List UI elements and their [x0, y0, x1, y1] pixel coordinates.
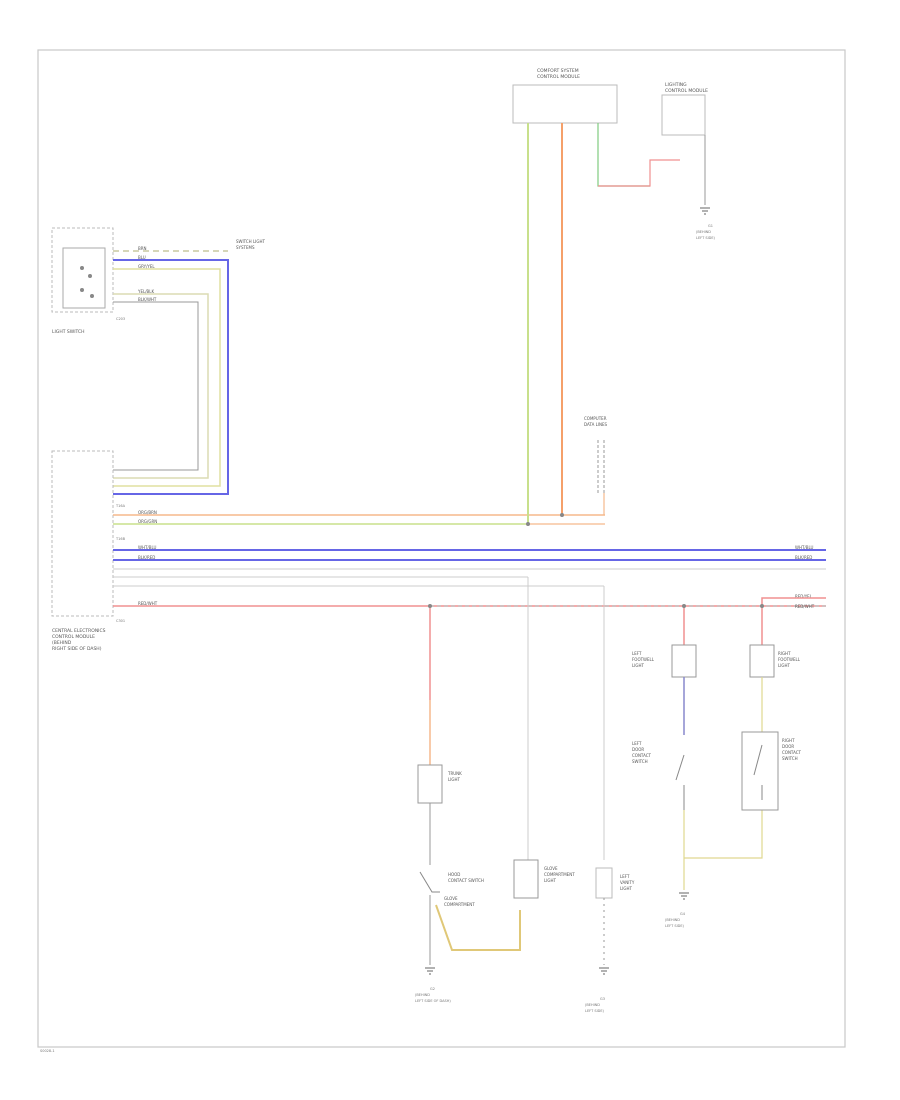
wire-label: WHT/BLU	[795, 545, 814, 550]
ground-g1-label: G1	[708, 224, 713, 228]
glove-lamp-label-3: LIGHT	[544, 878, 557, 883]
wire-label: RED/WHT	[795, 604, 815, 609]
left-footwell-label-1: LEFT	[632, 651, 642, 656]
diagram-border	[37, 49, 846, 1048]
connector-t16a-label: T16A	[115, 504, 126, 508]
wire-label: BLK/RED	[795, 555, 812, 560]
left-footwell-light: LEFT FOOTWELL LIGHT	[632, 644, 697, 678]
wire-label: RED/WHT	[138, 601, 158, 606]
lighting-label-2: CONTROL MODULE	[665, 88, 708, 94]
left-footwell-label-3: LIGHT	[632, 663, 645, 668]
left-vanity-light: LEFT VANITY LIGHT	[595, 867, 635, 899]
light-switch-label: LIGHT SWITCH	[52, 329, 85, 335]
glove-compartment-switch: GLOVE COMPARTMENT	[444, 896, 475, 907]
ground-g4-label: G4	[680, 912, 686, 916]
vanity-label-1: LEFT	[620, 874, 630, 879]
wire-label: BLK/WHT	[138, 297, 157, 302]
lighting-control-module: LIGHTING CONTROL MODULE	[661, 82, 708, 136]
light-switch: LIGHT SWITCH C203	[51, 227, 125, 335]
glove-lamp-label-2: COMPARTMENT	[544, 872, 575, 877]
splice-label-1: COMPUTER	[584, 416, 607, 421]
left-door-contact-switch: LEFT DOOR CONTACT SWITCH	[632, 741, 685, 810]
splice-label-2: DATA LINES	[584, 422, 608, 427]
connector-c301-label: C301	[116, 619, 125, 623]
wire-label: GRY/YEL	[138, 264, 155, 269]
ground-g4-sub2: LEFT SIDE)	[665, 924, 685, 928]
left-footwell-label-2: FOOTWELL	[632, 657, 655, 662]
connector-t16b-label: T16B	[115, 537, 126, 541]
to-reference-label-2: SYSTEMS	[236, 245, 255, 250]
module-label-1: CENTRAL ELECTRONICS	[52, 628, 106, 634]
ground-g2-label: G2	[430, 987, 435, 991]
right-footwell-label-3: LIGHT	[778, 663, 791, 668]
wire-label: BRN	[138, 246, 147, 251]
trunk-light: TRUNK LIGHT	[417, 764, 462, 804]
ground-g1-sub1: (BEHIND	[696, 230, 711, 234]
wire-label: ORG/BRN	[138, 510, 157, 515]
hood-contact-switch: HOOD CONTACT SWITCH	[419, 871, 484, 893]
glove-compartment-light: GLOVE COMPARTMENT LIGHT	[513, 859, 575, 899]
module-label-2: CONTROL MODULE	[52, 634, 95, 640]
wire-label: WHT/BLU	[138, 545, 157, 550]
right-door-label-4: SWITCH	[782, 756, 798, 761]
wire-label: BLK/RED	[138, 555, 155, 560]
glove-switch-label-2: COMPARTMENT	[444, 902, 475, 907]
left-door-label-2: DOOR	[632, 747, 644, 752]
glove-switch-label-1: GLOVE	[444, 896, 458, 901]
wire-label: YEL/BLK	[137, 289, 155, 294]
glove-lamp-label-1: GLOVE	[544, 866, 558, 871]
trunk-light-label-2: LIGHT	[448, 777, 461, 782]
left-door-label-3: CONTACT	[632, 753, 652, 758]
right-footwell-label-2: FOOTWELL	[778, 657, 801, 662]
ground-g4-sub1: (BEHIND	[665, 918, 680, 922]
comfort-label-2: CONTROL MODULE	[537, 74, 580, 80]
module-label-3: (BEHIND	[52, 640, 72, 646]
right-door-label-3: CONTACT	[782, 750, 802, 755]
diagram-code: S0028-1	[40, 1049, 55, 1053]
ground-g1-sub2: LEFT SIDE)	[696, 236, 716, 240]
left-door-label-1: LEFT	[632, 741, 642, 746]
right-footwell-label-1: RIGHT	[778, 651, 791, 656]
ground-g3-sub2: LEFT SIDE)	[585, 1009, 605, 1013]
to-reference-label-1: SWITCH LIGHT	[236, 239, 265, 244]
wire-label: ORG/GRN	[138, 519, 157, 524]
left-door-label-4: SWITCH	[632, 759, 648, 764]
wire-label: BLU	[138, 255, 146, 260]
lighting-label-1: LIGHTING	[665, 82, 687, 88]
connector-c203-label: C203	[116, 317, 125, 321]
comfort-control-module: COMFORT SYSTEM CONTROL MODULE	[512, 68, 618, 124]
vanity-label-3: LIGHT	[620, 886, 633, 891]
right-door-label-2: DOOR	[782, 744, 794, 749]
module-label-4: RIGHT SIDE OF DASH)	[52, 646, 102, 652]
right-door-label-1: RIGHT	[782, 738, 795, 743]
hood-switch-label-2: CONTACT SWITCH	[448, 878, 484, 883]
ground-g3-sub1: (BEHIND	[585, 1003, 600, 1007]
right-footwell-light: RIGHT FOOTWELL LIGHT	[749, 644, 801, 678]
right-door-contact-switch: RIGHT DOOR CONTACT SWITCH	[741, 731, 802, 811]
vanity-label-2: VANITY	[620, 880, 635, 885]
ground-g2-sub1: (BEHIND	[415, 993, 430, 997]
hood-switch-label-1: HOOD	[448, 872, 460, 877]
ground-g3-label: G3	[600, 997, 605, 1001]
comfort-label-1: COMFORT SYSTEM	[537, 68, 579, 74]
central-electronics-module: CENTRAL ELECTRONICS CONTROL MODULE (BEHI…	[51, 450, 126, 652]
trunk-light-label-1: TRUNK	[447, 771, 462, 776]
wire-label: RED/YEL	[795, 594, 813, 599]
ground-g2-sub2: LEFT SIDE OF DASH)	[415, 999, 451, 1003]
